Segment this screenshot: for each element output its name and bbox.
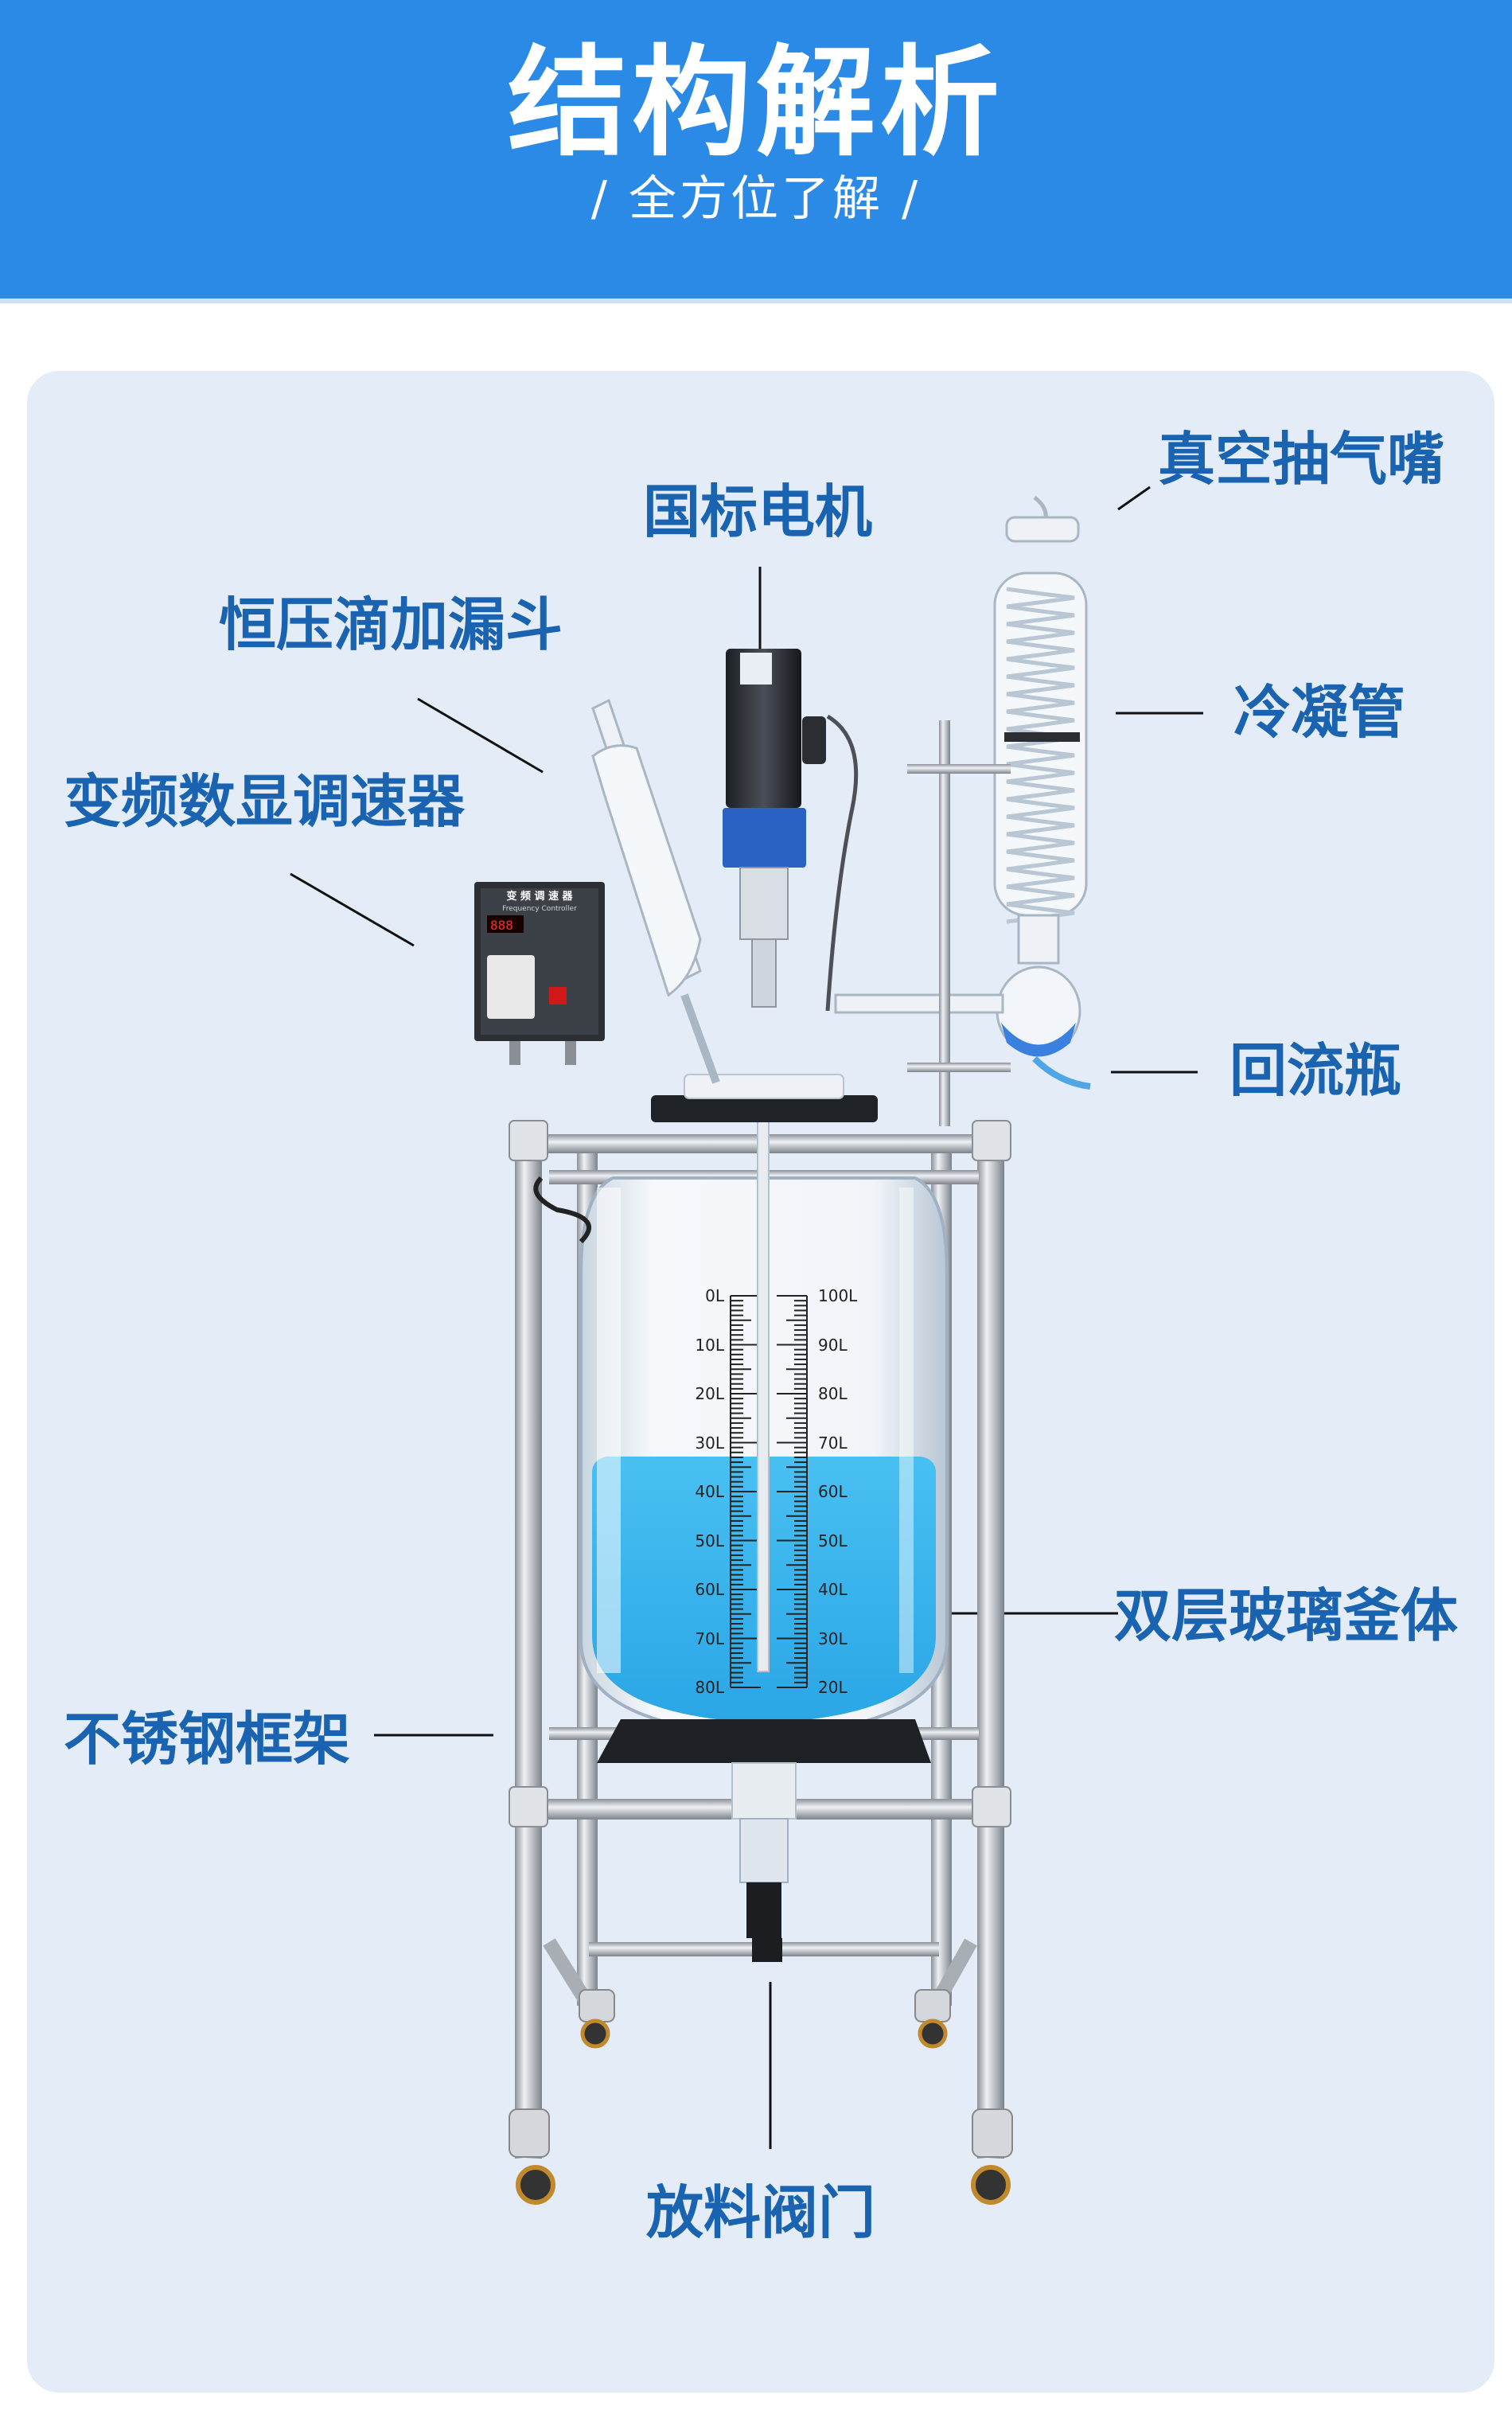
label-steel-frame: 不锈钢框架 (64, 1706, 351, 1773)
support-rod (907, 720, 1011, 1126)
scale-label-right: 20L (818, 1678, 848, 1697)
scale-label-right: 100L (818, 1286, 858, 1305)
scale-label-left: 20L (695, 1384, 724, 1403)
reflux-bottle (834, 965, 1091, 1090)
controller-leader-line (290, 872, 415, 947)
scale-label-right: 90L (818, 1335, 848, 1355)
controller-title: 变 频 调 速 器 (506, 891, 573, 903)
controller-subtitle: Frequency Controller (502, 905, 577, 913)
scale-label-right: 50L (818, 1531, 848, 1550)
motor-assembly (723, 649, 859, 1012)
page-title: 结构解析 (507, 34, 1004, 173)
condenser (993, 496, 1088, 965)
scale-label-right: 40L (818, 1580, 848, 1599)
speed-controller: 888 (474, 882, 605, 1244)
label-glass-kettle: 双层玻璃釜体 (1114, 1582, 1459, 1649)
scale-label-left: 50L (695, 1531, 724, 1550)
page-subtitle: / 全方位了解 / (590, 171, 922, 227)
vacuum-leader-line (1117, 486, 1151, 511)
leader-lines (290, 486, 1203, 2149)
scale-label-left: 0L (705, 1286, 724, 1305)
label-speed-controller: 变频数显调速器 (64, 768, 466, 835)
scale-label-right: 60L (818, 1482, 848, 1501)
glass-kettle (579, 1074, 949, 1962)
scale-label-right: 30L (818, 1628, 848, 1648)
scale-label-left: 80L (695, 1678, 724, 1697)
funnel-leader-line (417, 697, 544, 774)
label-motor: 国标电机 (643, 478, 873, 545)
svg-text:888: 888 (490, 918, 513, 933)
scale-label-right: 80L (818, 1384, 848, 1403)
scale-label-left: 30L (695, 1433, 724, 1453)
dropping-funnel (591, 698, 720, 1084)
header-banner: 结构解析 / 全方位了解 / (0, 0, 1512, 303)
scale-label-left: 70L (695, 1628, 724, 1648)
label-discharge-valve: 放料阀门 (646, 2179, 876, 2246)
label-condenser: 冷凝管 (1233, 679, 1406, 746)
scale-label-right: 70L (818, 1433, 848, 1453)
scale-label-left: 10L (695, 1335, 724, 1355)
label-vacuum-nozzle: 真空抽气嘴 (1158, 426, 1445, 493)
label-reflux-bottle: 回流瓶 (1229, 1037, 1402, 1104)
scale-label-left: 60L (695, 1580, 724, 1599)
scale-label-left: 40L (695, 1482, 724, 1501)
label-dropping-funnel: 恒压滴加漏斗 (219, 591, 563, 658)
